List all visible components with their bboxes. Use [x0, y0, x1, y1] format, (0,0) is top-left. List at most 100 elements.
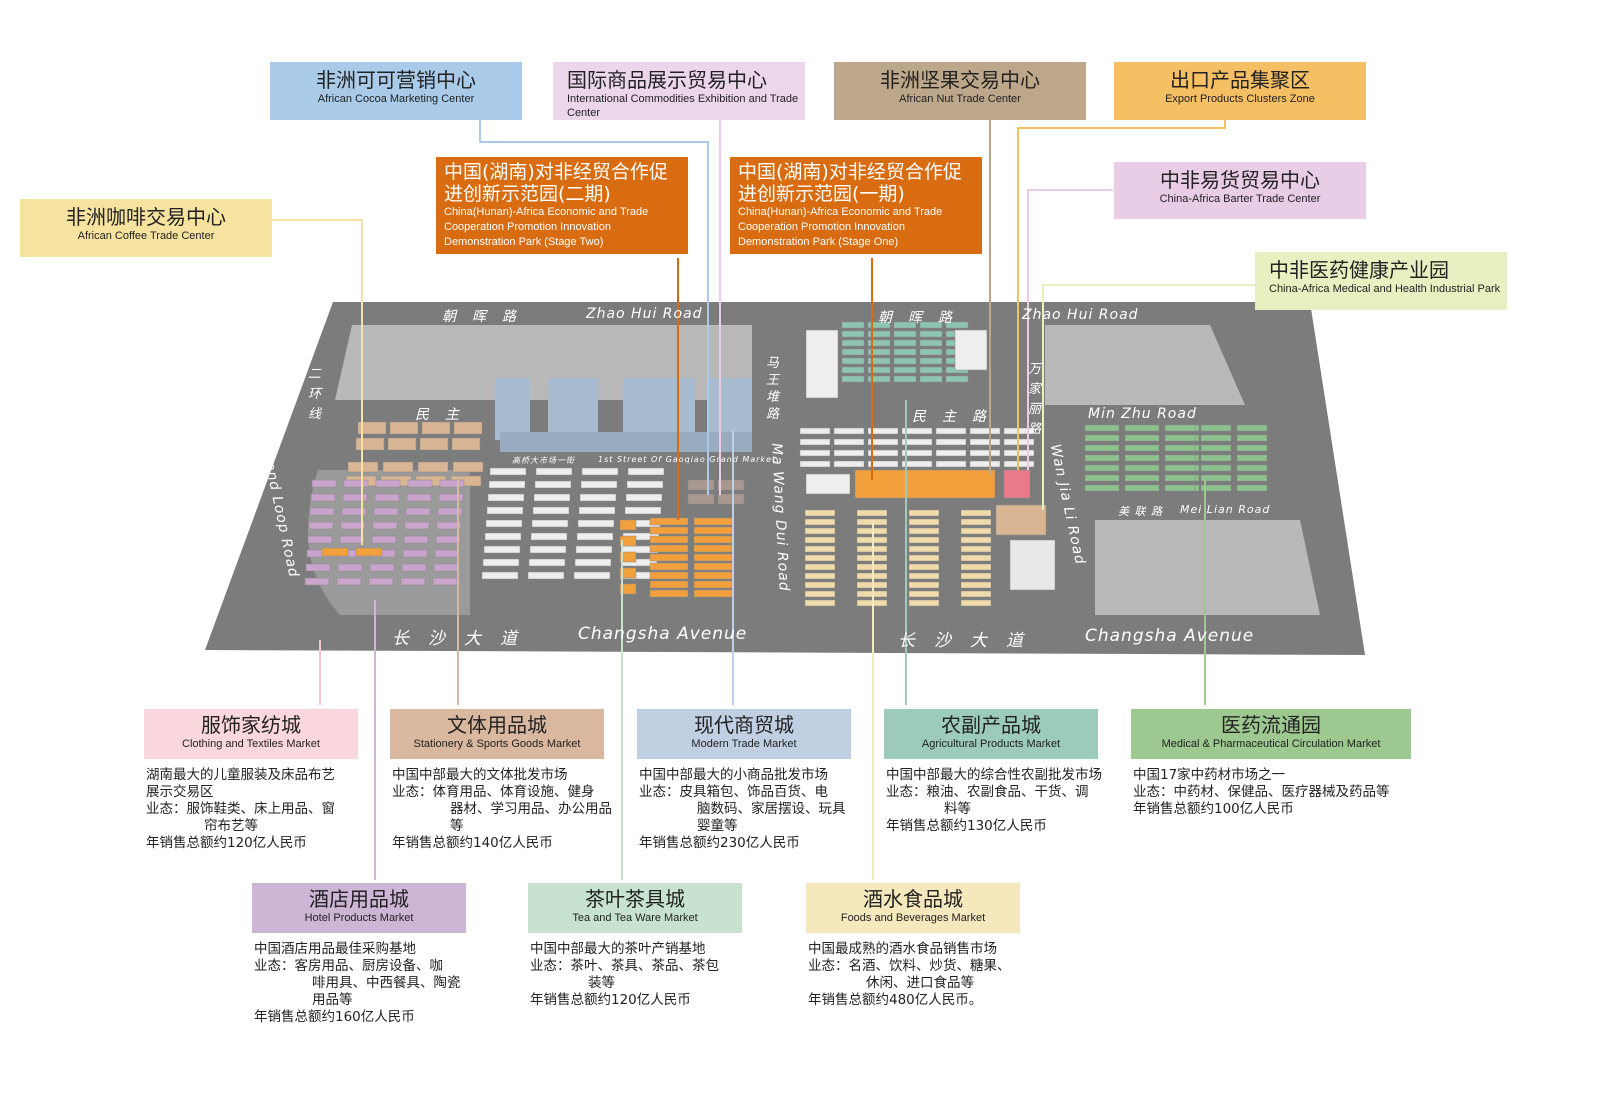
building-block	[805, 473, 851, 495]
road-zhaohui2-en: Zhao Hui Road	[1022, 307, 1139, 323]
building-block	[799, 438, 831, 446]
building-block	[867, 427, 899, 435]
building-block	[1084, 444, 1120, 452]
description-line: 中国最成熟的酒水食品销售市场	[808, 941, 997, 957]
building-block	[619, 567, 637, 579]
building-block	[530, 532, 568, 541]
road-gaoqiao-en: 1st Street Of Gaoqiao Grand Market	[598, 455, 777, 464]
building-block	[624, 506, 662, 515]
market-name-en: Foods and Beverages Market	[840, 912, 986, 924]
label-exhibition-center: 国际商品展示贸易中心 International Commodities Exh…	[553, 62, 805, 120]
building-block	[693, 562, 733, 571]
building-block	[305, 563, 331, 572]
building-block	[577, 519, 615, 528]
building-block	[901, 449, 933, 457]
building-block	[488, 480, 526, 489]
building-block	[995, 504, 1047, 536]
building-block	[960, 518, 992, 526]
market-name-zh: 农副产品城	[941, 713, 1041, 737]
market-name-en: Medical & Pharmaceutical Circulation Mar…	[1161, 738, 1381, 750]
building-block	[867, 357, 891, 365]
building-block	[919, 321, 943, 329]
building-block	[1200, 434, 1232, 442]
building-block	[901, 460, 933, 468]
building-block	[337, 563, 363, 572]
market-name-zh: 文体用品城	[447, 713, 547, 737]
description-line: 等	[450, 818, 464, 834]
building-block	[960, 563, 992, 571]
building-block	[908, 581, 940, 589]
building-block	[401, 563, 427, 572]
market-name-en: Stationery & Sports Goods Market	[413, 738, 581, 750]
description-line: 业态：粮油、农副食品、干货、调	[886, 784, 1089, 800]
description-line: 啡用具、中西餐具、陶瓷	[312, 975, 461, 991]
label-zh: 非洲坚果交易中心	[880, 68, 1040, 92]
description-line: 年销售总额约160亿人民币	[254, 1009, 415, 1025]
road-zhaohui-zh: 朝 晖 路	[442, 309, 517, 325]
building-block	[1084, 484, 1120, 492]
building-block	[1124, 444, 1160, 452]
description-line: 脑数码、家居摆设、玩具	[697, 801, 846, 817]
description-line: 年销售总额约480亿人民币。	[808, 992, 983, 1008]
building-block	[841, 348, 865, 356]
building-block	[693, 580, 733, 589]
building-block	[387, 437, 417, 451]
building-block	[382, 461, 414, 473]
description-line: 业态：茶叶、茶具、茶品、茶包	[530, 958, 719, 974]
building-block	[841, 321, 865, 329]
description-line: 婴童等	[697, 818, 738, 834]
description-line: 器材、学习用品、办公用品	[450, 801, 612, 817]
building-block	[528, 558, 566, 567]
building-block	[373, 507, 399, 516]
building-block	[375, 479, 401, 488]
building-block	[693, 517, 733, 526]
building-block	[407, 479, 433, 488]
building-block	[908, 590, 940, 598]
building-block	[935, 460, 967, 468]
building-block	[908, 572, 940, 580]
road-minzhu2-zh: 民 主 路	[912, 409, 987, 425]
building-block	[945, 375, 969, 383]
building-block	[531, 519, 569, 528]
building-block	[969, 449, 1001, 457]
label-zh: 中非医药健康产业园	[1269, 258, 1449, 282]
building-block	[374, 493, 400, 502]
market-name-en: Tea and Tea Ware Market	[572, 912, 698, 924]
building-block	[626, 480, 664, 489]
building-block	[908, 554, 940, 562]
building-block	[841, 357, 865, 365]
building-block	[311, 479, 337, 488]
building-block	[1164, 444, 1196, 452]
building-block	[1200, 474, 1232, 482]
building-block	[573, 571, 611, 580]
label-en: African Cocoa Marketing Center	[317, 93, 475, 105]
description-line: 中国中部最大的小商品批发市场	[639, 767, 828, 783]
building-block	[619, 519, 637, 531]
building-block	[841, 366, 865, 374]
building-block	[649, 580, 689, 589]
building-block	[406, 493, 432, 502]
building-block	[355, 547, 383, 557]
label-en: China-Africa Barter Trade Center	[1159, 193, 1321, 205]
building-block	[482, 558, 520, 567]
leader-line	[1017, 120, 1226, 470]
building-block	[919, 357, 943, 365]
description-line: 中国酒店用品最佳采购基地	[254, 941, 416, 957]
road-gaoqiao-zh: 高桥大市场一街	[512, 456, 575, 465]
building-block	[919, 375, 943, 383]
road-wanjiali-zh: 万家丽路	[1028, 362, 1043, 437]
building-block	[619, 551, 637, 563]
building-block	[693, 553, 733, 562]
building-block	[372, 521, 398, 530]
building-block	[960, 599, 992, 607]
label-coffee-center: 非洲咖啡交易中心 African Coffee Trade Center	[20, 199, 272, 257]
building-block	[342, 493, 368, 502]
building-block	[867, 339, 891, 347]
description-line: 年销售总额约120亿人民币	[530, 992, 691, 1008]
building-block	[1236, 434, 1268, 442]
building-block	[1200, 454, 1232, 462]
label-park-stage-one: 中国(湖南)对非经贸合作促进创新示范园(一期) China(Hunan)-Afr…	[730, 157, 982, 254]
